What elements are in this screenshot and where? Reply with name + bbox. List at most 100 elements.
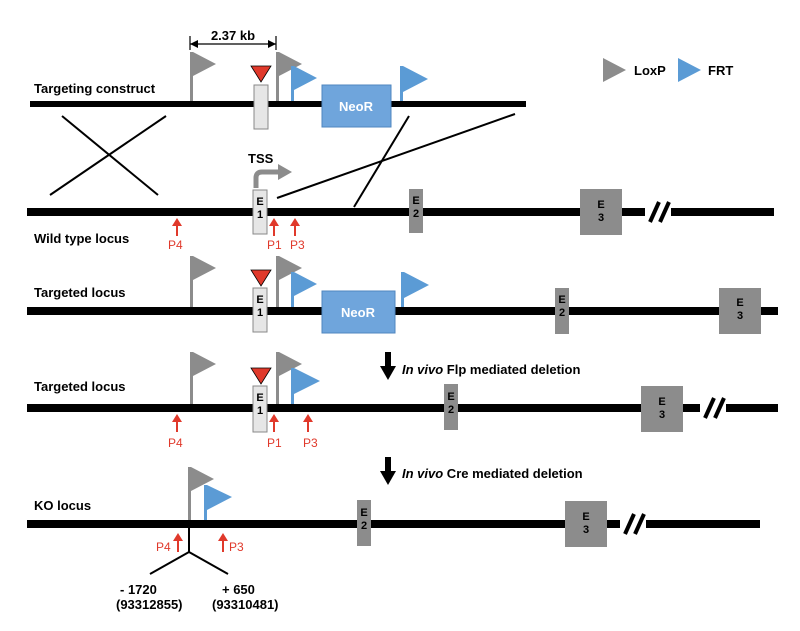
frt-stem: [291, 66, 294, 101]
step-arrow-head: [380, 366, 396, 380]
right-position-label: + 650: [222, 582, 255, 597]
primer-arrowhead: [172, 414, 182, 422]
step-arrow-shaft: [385, 352, 391, 368]
loxp-flag: [193, 352, 216, 376]
targeted-locus-after-flp-row: Targeted locus E 1 E 2 E 3 P4 P1 P3: [27, 352, 778, 450]
loxp-flag: [193, 52, 216, 76]
frt-flag: [294, 66, 317, 90]
exon1-number: 1: [257, 307, 263, 319]
loxp-stem: [276, 352, 279, 404]
frt-stem: [291, 272, 294, 307]
targeted-dna-line: [27, 307, 778, 315]
exon1-number: 1: [257, 405, 263, 417]
loxp-stem: [190, 256, 193, 307]
exon2-number: 2: [448, 404, 454, 416]
right-coordinate-label: (93310481): [212, 597, 279, 612]
primer-p1-label: P1: [267, 436, 282, 450]
exon1-number: 1: [257, 209, 263, 221]
exon1: [252, 287, 268, 333]
frt-flag: [207, 485, 232, 510]
tss-label: TSS: [248, 151, 274, 166]
break-mark: [658, 201, 671, 223]
exon3-number: 3: [659, 409, 665, 421]
primer-arrowhead: [269, 414, 279, 422]
exon2-number: 2: [413, 208, 419, 220]
frt-flag: [404, 272, 429, 298]
frt-stem: [204, 485, 207, 520]
legend-loxp-label: LoxP: [634, 63, 666, 78]
ko-locus-row: KO locus E 2 E 3 P4 P3 - 1720 (93312855)…: [27, 467, 760, 612]
break-mark: [633, 513, 646, 535]
exon1-letter: E: [256, 392, 263, 404]
exon1-letter: E: [256, 196, 263, 208]
legend-frt-label: FRT: [708, 63, 733, 78]
homologous-recombination-lines: [49, 113, 516, 208]
flp-step-label: In vivo Flp mediated deletion: [402, 362, 580, 377]
neor-cassette: [321, 290, 396, 334]
exon3-number: 3: [737, 310, 743, 322]
tss-arrowhead: [278, 164, 292, 180]
frt-site-marker: [250, 269, 272, 287]
exon1-letter: E: [256, 294, 263, 306]
primer-arrowhead: [290, 218, 300, 226]
exon2: [444, 384, 458, 430]
frt-stem: [400, 66, 403, 101]
exon2: [357, 500, 371, 546]
step-arrow-shaft: [385, 457, 391, 473]
exon3-letter: E: [658, 396, 665, 408]
exon2-letter: E: [360, 507, 367, 519]
break-mark: [648, 201, 661, 223]
crossover-line: [276, 113, 516, 199]
legend: LoxP FRT: [603, 58, 733, 82]
left-coordinate-label: (93312855): [116, 597, 183, 612]
exon2-number: 2: [361, 520, 367, 532]
primer-arrowhead: [173, 533, 183, 541]
loxp-flag: [279, 52, 302, 76]
tss-arrow: [253, 169, 280, 188]
neor-label: NeoR: [341, 305, 376, 320]
exon3: [719, 288, 761, 334]
ko-locus-label: KO locus: [34, 498, 91, 513]
crossover-line: [49, 115, 167, 196]
exon2-letter: E: [558, 294, 565, 306]
distance-label: 2.37 kb: [211, 28, 255, 43]
exon3: [565, 501, 607, 547]
construct-dna-line: [30, 101, 526, 107]
junction-right-line: [188, 551, 229, 575]
exon1: [252, 189, 268, 235]
targeted-locus-row: Targeted locus E 1 NeoR E 2 E 3: [27, 256, 778, 334]
primer-arrowhead: [172, 218, 182, 226]
exon1: [252, 385, 268, 433]
exon3-letter: E: [597, 199, 604, 211]
frt-stem: [291, 368, 294, 404]
frt-flag: [294, 368, 320, 394]
exon3-letter: E: [582, 511, 589, 523]
step-arrow-head: [380, 471, 396, 485]
break-mark: [623, 513, 636, 535]
primer-arrowhead: [303, 414, 313, 422]
wild-type-locus-row: TSS E 1 E 2 E 3 P4 P1 P3 Wild type locus: [27, 151, 774, 252]
exon2-letter: E: [412, 195, 419, 207]
primer-p1-label: P1: [267, 238, 282, 252]
primer-p3-label: P3: [303, 436, 318, 450]
exon2: [409, 189, 423, 233]
loxp-stem: [188, 467, 191, 520]
loxp-stem: [190, 52, 193, 101]
distance-arrowhead-right: [268, 40, 276, 48]
break-mark: [713, 397, 726, 419]
primer-arrowhead: [218, 533, 228, 541]
primer-p4-label: P4: [168, 436, 183, 450]
loxp-legend-icon: [603, 58, 626, 82]
exon2: [555, 288, 569, 334]
flp-dna-line: [27, 404, 778, 412]
left-position-label: - 1720: [120, 582, 157, 597]
loxp-stem: [276, 52, 279, 101]
primer-p3-label: P3: [290, 238, 305, 252]
frt-legend-icon: [678, 58, 701, 82]
primer-p4-label: P4: [156, 540, 171, 554]
wildtype-dna-line: [27, 208, 774, 216]
exon2-letter: E: [447, 391, 454, 403]
neor-label: NeoR: [339, 99, 374, 114]
frt-stem: [401, 272, 404, 307]
